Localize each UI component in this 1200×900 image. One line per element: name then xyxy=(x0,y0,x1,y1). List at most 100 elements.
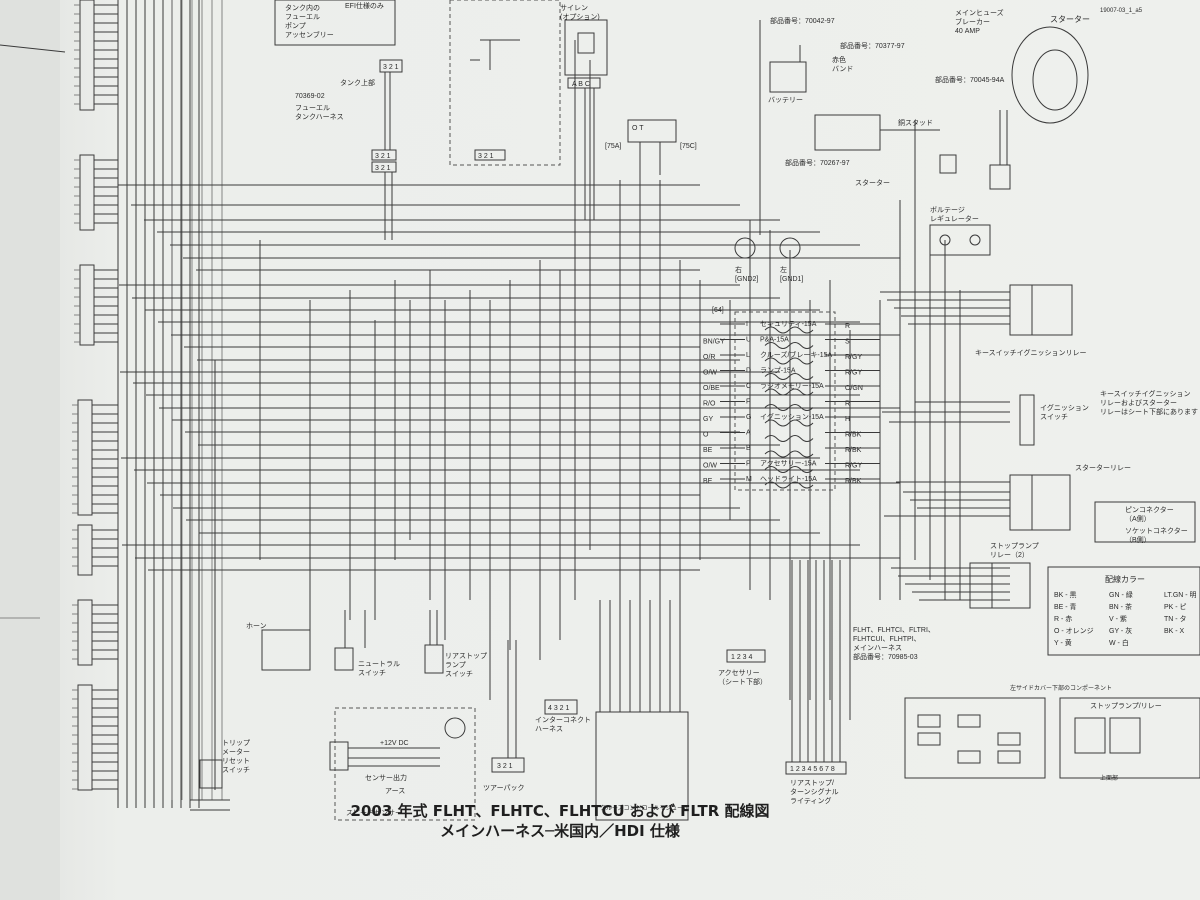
fuse-wire-out: H xyxy=(845,416,850,423)
handlebar-switch xyxy=(627,119,677,143)
legend-entry: BE - 青 xyxy=(1054,602,1077,611)
fuse-symbol xyxy=(764,342,814,349)
fuse-wire-out: R/BK xyxy=(845,478,862,485)
fuse-id: L xyxy=(746,352,750,359)
pin-numbers: 3 2 1 xyxy=(478,153,494,160)
left-side-cover-box xyxy=(904,697,1046,779)
fuse-label: ラジオメモリー-15A xyxy=(760,382,824,390)
legend-entry: GN - 緑 xyxy=(1109,590,1133,599)
rear-lamp-switch-label: リアストップランプスイッチ xyxy=(445,652,487,678)
key-note: キースイッチイグニッションリレーおよびスターターリレーはシート下部にあります xyxy=(1100,389,1198,416)
fuse-wire-in: O/BE xyxy=(703,385,720,392)
connector-46 xyxy=(989,164,1011,190)
fuel-sender-box xyxy=(449,0,561,166)
fuse-symbol xyxy=(764,435,814,442)
cruise-control-module xyxy=(595,711,689,821)
fuse-id: B xyxy=(746,445,751,452)
band-part: 部品番号：70377-97 xyxy=(840,41,905,50)
connector-ref: [75A] xyxy=(605,143,621,150)
fuse-wire-out: R xyxy=(845,401,850,408)
terminal-block xyxy=(77,524,93,576)
fuse-symbol xyxy=(764,326,814,334)
page-edge-line xyxy=(0,44,66,53)
fuse-wire-out: R/BK xyxy=(845,432,862,439)
connector-ref: [75C] xyxy=(680,143,697,150)
starter-part: 部品番号：70267-97 xyxy=(785,158,850,167)
speed-sensor-box xyxy=(334,707,476,821)
fuse-wire-in: GY xyxy=(703,416,713,423)
cruise-module-label: クルーズコントロールモジュール xyxy=(600,804,689,812)
stoplamp-relay-box xyxy=(1059,697,1200,779)
speed-connector xyxy=(329,741,349,771)
fuse-symbol xyxy=(764,466,814,473)
starter-motor-inner xyxy=(1032,49,1078,111)
fuse-wire-out: R xyxy=(845,323,850,330)
harness-number: 70369-02 xyxy=(295,93,325,100)
pin-connector-label: ピンコネクター（A側） xyxy=(1125,505,1174,523)
terminal-block xyxy=(79,154,95,231)
tour-pack-label: ツアーパック xyxy=(483,784,525,792)
connector-13a xyxy=(371,161,397,173)
accessory-label: アクセサリー（シート下部） xyxy=(718,669,767,686)
fuse-wire-in: O/R xyxy=(703,354,715,361)
fuse-id: D xyxy=(746,368,751,375)
tank-top-label: タンク上部 xyxy=(340,78,375,87)
legend-entry: GY - 灰 xyxy=(1109,626,1132,635)
legend-entry: V - 紫 xyxy=(1109,615,1127,623)
legend-entry: W - 白 xyxy=(1109,638,1129,647)
accessory-connector xyxy=(726,649,766,663)
fuse-wire-in: BE xyxy=(703,478,713,485)
starter-label: スターター xyxy=(1050,15,1090,24)
fuse-id: C xyxy=(746,383,751,390)
pin-numbers: 4 3 2 1 xyxy=(548,705,570,712)
starter-small-label: スターター xyxy=(855,178,890,187)
relay-socket xyxy=(1109,717,1141,754)
fuse-id: F xyxy=(746,399,750,406)
fuse-wire-in: R/O xyxy=(703,401,716,408)
pin-numbers: 1 2 3 4 xyxy=(731,654,753,661)
fuse-slot xyxy=(997,750,1021,764)
ground-left-label: 右[GND2] xyxy=(735,265,758,283)
fuse-slot xyxy=(957,714,981,728)
fuel-pump-box xyxy=(274,0,396,46)
fuse-id: I xyxy=(746,321,748,328)
fuse-symbol xyxy=(764,450,814,458)
fuse-symbol xyxy=(764,388,814,396)
stoplamp-relay xyxy=(991,562,1031,609)
pin-numbers: 3 2 1 xyxy=(375,153,391,160)
fuse-wire-out: R/GY xyxy=(845,463,862,470)
neutral-switch xyxy=(334,647,354,671)
document-reference: 19007-03_1_a5 xyxy=(1100,8,1143,14)
ground-stud-left xyxy=(734,237,756,259)
fuel-sender-symbol xyxy=(470,39,520,70)
fuse-wire-out: R/GY xyxy=(845,370,862,377)
fuse-slot xyxy=(917,714,941,728)
harness-name: フューエルタンクハーネス xyxy=(295,104,344,121)
regulator-label: ボルテージレギュレーター xyxy=(930,206,979,223)
fuse-id: M xyxy=(746,476,752,483)
starter-solenoid xyxy=(814,114,881,151)
fuse-wire-out: O/GN xyxy=(845,385,863,392)
fuse-label: イグニッション-15A xyxy=(760,412,824,421)
fuse-symbol xyxy=(764,357,814,365)
trip-switch xyxy=(199,759,223,789)
terminal-block xyxy=(79,0,95,111)
fuse-label: ヘッドライト-15A xyxy=(760,475,817,483)
regulator-terminal xyxy=(969,234,981,246)
fuse-slot xyxy=(957,750,981,764)
interconnect-connector xyxy=(544,699,578,715)
ground-wire-label: アース xyxy=(385,787,405,795)
ignition-switch xyxy=(1019,394,1035,446)
socket-connector-label: ソケットコネクター（B側） xyxy=(1125,526,1188,544)
legend-entry: BK - X xyxy=(1164,628,1185,635)
legend-entry: TN - タ xyxy=(1164,614,1187,623)
connector-key xyxy=(1094,501,1196,543)
fuse-block-ref: [64] xyxy=(712,307,724,314)
starter-relay xyxy=(1031,474,1071,531)
stoplamp-relay2-label: ストップランプ/リレー xyxy=(1090,702,1162,710)
fuel-pump-label: タンク内のフューエルポンプアッセンブリー xyxy=(285,3,334,39)
plus12-label: +12V DC xyxy=(380,740,409,747)
fuse-symbol xyxy=(764,373,814,380)
